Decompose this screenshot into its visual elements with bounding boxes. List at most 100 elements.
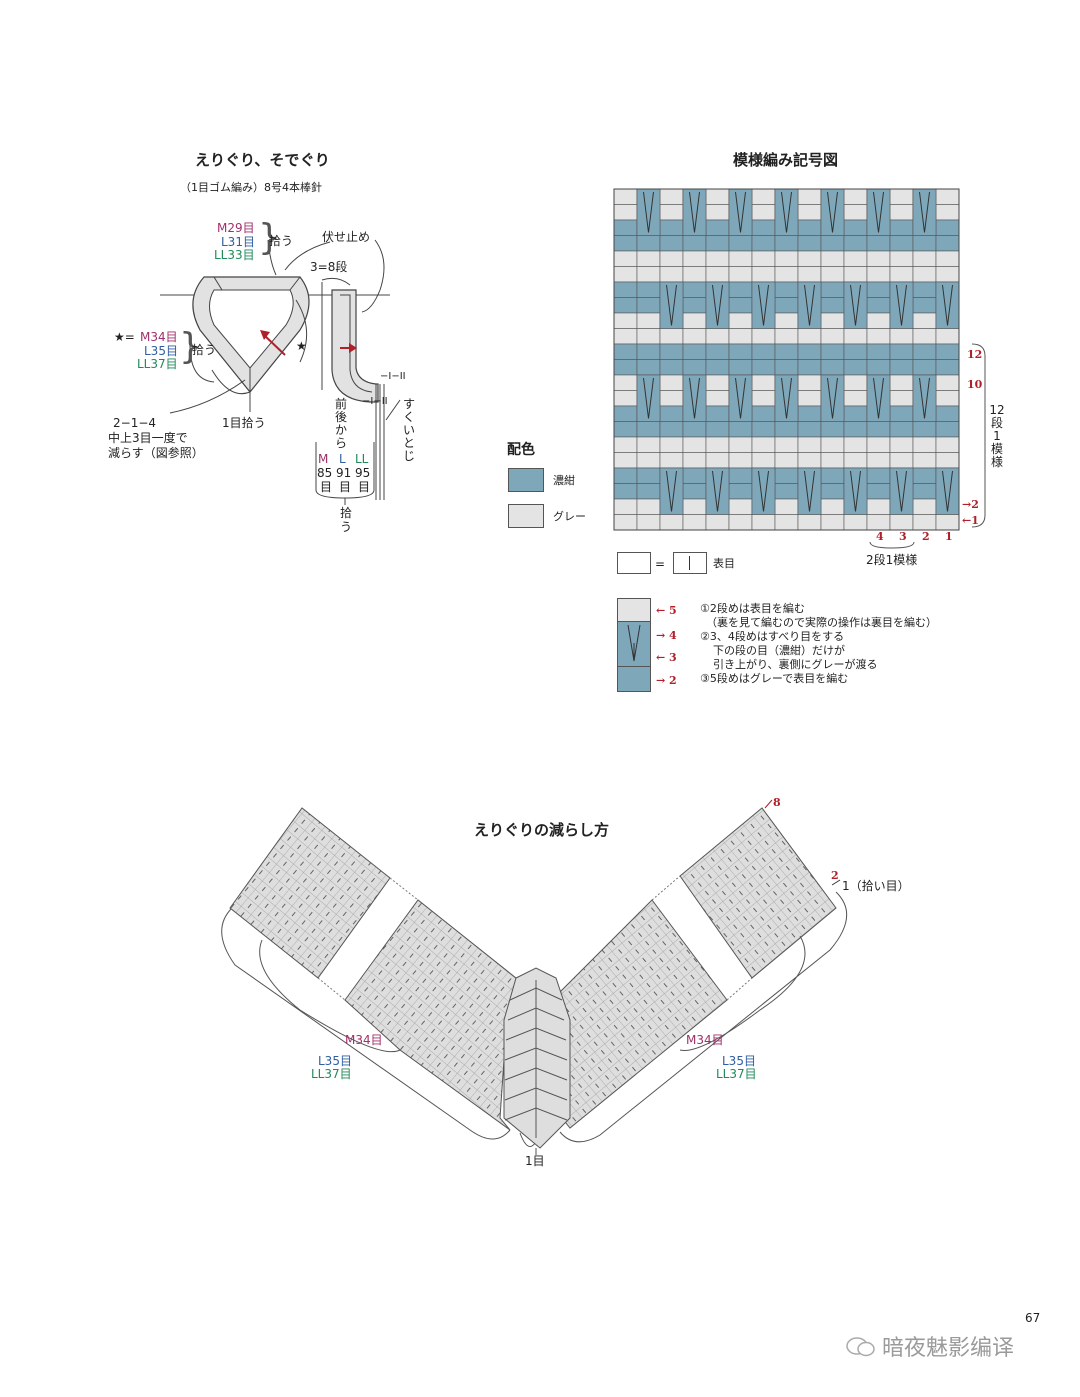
- slip-stitch-symbol: [850, 284, 861, 326]
- pickup-side-m: M34目: [140, 330, 178, 344]
- col-label-3: 3: [899, 530, 907, 543]
- slip-stitch-symbol: [873, 191, 884, 233]
- mark-i-ii-top: −I−II: [380, 371, 406, 382]
- col-repeat-bracket: [869, 541, 915, 549]
- row-label-1-text: 1: [971, 514, 979, 527]
- count-m: 85: [317, 466, 333, 480]
- pick-one-label: 1目拾う: [222, 416, 266, 430]
- center-one-stitch: 1目: [525, 1154, 545, 1168]
- slip-stitch-cell: [797, 467, 822, 515]
- legend-row-5-text: 5: [669, 604, 677, 617]
- unit-ll: 目: [358, 480, 371, 494]
- slip-stitch-symbol: [942, 284, 953, 326]
- instruction-2: （裏を見て編むので実際の操作は裏目を編む）: [706, 616, 937, 629]
- pick-label-char: う: [339, 520, 352, 534]
- slip-stitch-symbol: [712, 284, 723, 326]
- slip-stitch-symbol: [781, 377, 792, 419]
- page-number: 67: [1025, 1311, 1041, 1325]
- pick-label-vertical: 拾 う: [339, 506, 353, 534]
- sukui-char: じ: [402, 449, 415, 463]
- repeat-note-char: 1: [993, 429, 1001, 443]
- slip-stitch-cell: [866, 374, 891, 422]
- right-count-ll: LL37目: [716, 1067, 757, 1081]
- slip-stitch-symbol: [919, 191, 930, 233]
- row-label-12: 12: [967, 347, 982, 362]
- repeat-note-vertical: 12 段 1 模 様: [988, 404, 1006, 469]
- slip-stitch-symbol: [666, 284, 677, 326]
- legend-row-2: → 2: [656, 674, 677, 687]
- front-back-vertical: 前 後 か ら: [334, 398, 348, 450]
- size-ll: LL: [355, 452, 369, 466]
- slip-stitch-symbol: [643, 377, 654, 419]
- slip-stitch-cell: [889, 281, 914, 329]
- slip-stitch-symbol: [666, 470, 677, 512]
- repeat-width-label: 2段1模様: [866, 553, 918, 567]
- front-back-char: 後: [334, 410, 347, 424]
- slip-stitch-symbol: [781, 191, 792, 233]
- colors-title: 配色: [507, 442, 535, 458]
- pickup-top-ll: LL33目: [214, 248, 255, 262]
- slip-stitch-symbol: [896, 470, 907, 512]
- legend-empty-cell: [617, 552, 651, 574]
- slip-stitch-symbol: [850, 470, 861, 512]
- sukui-char: す: [402, 397, 415, 411]
- row-label-12-text: 12: [967, 348, 983, 361]
- instruction-5: 引き上がり、裏側にグレーが渡る: [713, 658, 878, 671]
- mark-i-ii-bottom: −I−II: [362, 396, 388, 407]
- row-1-label: 1（拾い目）: [842, 879, 910, 893]
- slip-stitch-cell: [636, 374, 661, 422]
- bind-off-label: 伏せ止め: [322, 230, 371, 244]
- size-m: M: [318, 452, 329, 466]
- pickup-side-l: L35目: [144, 344, 178, 358]
- left-count-l: L35目: [318, 1054, 352, 1068]
- slip-stitch-cell: [751, 467, 776, 515]
- col-label-2: 2: [922, 530, 930, 543]
- front-back-char: 前: [334, 397, 347, 411]
- decrease-note-1: 2−1−4: [113, 416, 157, 430]
- slip-stitch-symbol: [735, 191, 746, 233]
- slip-stitch-symbol: [758, 470, 769, 512]
- row-label-2: →2: [962, 498, 979, 511]
- row-label-10: 10: [967, 377, 982, 392]
- legend-row-3-text: 3: [669, 651, 677, 664]
- count-ll: 95: [355, 466, 371, 480]
- sukui-char: く: [402, 410, 415, 424]
- watermark: 暗夜魅影编译: [882, 1336, 1015, 1361]
- slip-stitch-cell: [843, 281, 868, 329]
- slip-stitch-symbol: [712, 470, 723, 512]
- pattern-chart-title: 模様編み記号図: [733, 151, 839, 169]
- decrease-note-2: 中上3目一度で: [108, 431, 188, 445]
- slip-stitch-symbol: [827, 377, 838, 419]
- slip-stitch-symbol: [919, 377, 930, 419]
- row-label-2-text: 2: [971, 498, 979, 511]
- legend-row-4-text: 4: [669, 629, 677, 642]
- instruction-1: ①2段めは表目を編む: [700, 602, 805, 615]
- decrease-note-3: 減らす（図参照）: [108, 446, 204, 460]
- repeat-note-char: 様: [990, 455, 1003, 469]
- slip-stitch-symbol: [942, 470, 953, 512]
- slip-stitch-cell: [843, 467, 868, 515]
- sukui-char: い: [402, 423, 415, 437]
- legend-row-2-text: 2: [669, 674, 677, 687]
- repeat-note-char: 段: [990, 416, 1003, 430]
- legend-equals: =: [655, 557, 666, 571]
- legend-row-4: → 4: [656, 629, 677, 642]
- right-count-m: M34目: [686, 1033, 724, 1047]
- slip-stitch-cell: [728, 374, 753, 422]
- front-back-char: か: [334, 423, 347, 437]
- front-back-char: ら: [334, 436, 347, 450]
- slip-stitch-cell: [820, 374, 845, 422]
- pickup-side-brace: }: [179, 326, 202, 367]
- slip-stitch-cell: [659, 467, 684, 515]
- rows-note: 3=8段: [310, 260, 348, 274]
- repeat-note-char: 模: [990, 442, 1003, 456]
- slip-stitch-symbol: [643, 191, 654, 233]
- slip-stitch-symbol: [804, 284, 815, 326]
- dark-label: 濃紺: [553, 474, 575, 487]
- slip-stitch-symbol: [735, 377, 746, 419]
- instruction-3: ②3、4段めはすべり目をする: [700, 630, 845, 643]
- legend-row-5: ← 5: [656, 604, 677, 617]
- slip-stitch-cell: [682, 374, 707, 422]
